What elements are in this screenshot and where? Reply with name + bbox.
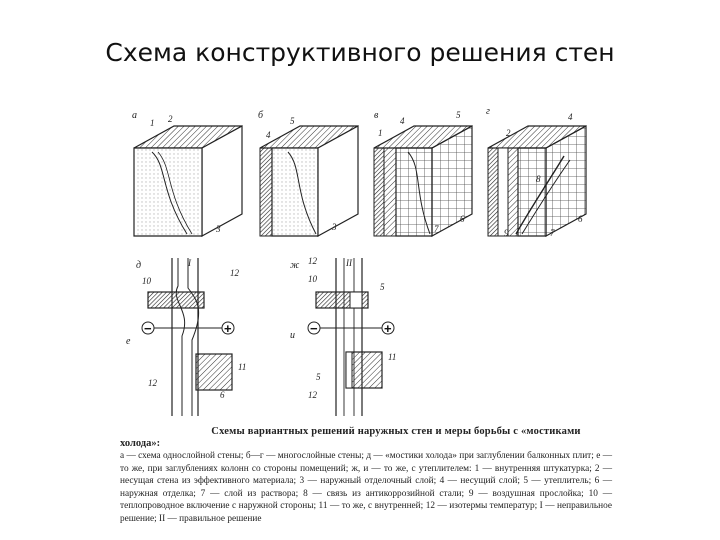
number-label: 12 bbox=[230, 268, 240, 278]
panel-letter-g: г bbox=[486, 106, 490, 117]
block-v-multilayer-wall bbox=[373, 124, 473, 238]
panel-letter-a: а bbox=[132, 110, 137, 121]
block-d-e-cold-bridges-wrong bbox=[141, 258, 235, 416]
figure-caption: Схемы вариантных решений наружных стен и… bbox=[120, 426, 612, 526]
number-label: 10 bbox=[142, 276, 152, 286]
number-label: 4 bbox=[568, 112, 573, 122]
number-label: 5 bbox=[290, 116, 295, 126]
number-label: 6 bbox=[460, 214, 465, 224]
number-label: II bbox=[345, 258, 353, 268]
number-label: 7 bbox=[434, 224, 439, 234]
number-label: 10 bbox=[308, 274, 318, 284]
plus-sign: + bbox=[224, 321, 232, 336]
panel-letter-e: е bbox=[126, 336, 131, 347]
number-label: 6 bbox=[220, 390, 225, 400]
number-label: 1 bbox=[378, 128, 383, 138]
number-label: 4 bbox=[266, 130, 271, 140]
number-label: 5 bbox=[456, 110, 461, 120]
number-label: 3 bbox=[331, 222, 337, 232]
slide-title: Схема конструктивного решения стен bbox=[105, 38, 615, 67]
block-a-single-layer-wall bbox=[133, 124, 243, 238]
number-label: 12 bbox=[308, 256, 318, 266]
panel-letter-i: и bbox=[290, 330, 295, 341]
minus-sign: − bbox=[310, 321, 318, 336]
number-label: 5 bbox=[316, 372, 321, 382]
block-zh-i-cold-bridges-right bbox=[307, 258, 395, 416]
caption-title: Схемы вариантных решений наружных стен и… bbox=[211, 426, 581, 437]
number-label: 8 bbox=[536, 174, 541, 184]
number-label: 3 bbox=[215, 224, 221, 234]
caption-title-continued: холода»: bbox=[120, 438, 161, 449]
panel-letter-b: б bbox=[258, 110, 264, 121]
minus-sign: − bbox=[144, 321, 152, 336]
panel-letter-zh: ж bbox=[290, 260, 300, 271]
block-b-multilayer-wall bbox=[259, 124, 359, 238]
number-label: 11 bbox=[238, 362, 246, 372]
number-label: 2 bbox=[506, 128, 511, 138]
wall-schemes-figure: а б в г д е ж и 1 2 3 4 5 3 1 4 5 7 6 2 … bbox=[112, 96, 620, 540]
block-g-multilayer-wall bbox=[487, 124, 587, 238]
number-label: 1 bbox=[150, 118, 155, 128]
number-label: 2 bbox=[168, 114, 173, 124]
number-label: 11 bbox=[388, 352, 396, 362]
number-label: I bbox=[187, 258, 192, 268]
number-label: 4 bbox=[400, 116, 405, 126]
number-label: 9 bbox=[504, 228, 509, 238]
caption-body: а — схема однослойной стены; б—г — много… bbox=[120, 451, 612, 524]
plus-sign: + bbox=[384, 321, 392, 336]
number-label: 12 bbox=[308, 390, 318, 400]
number-label: 5 bbox=[380, 282, 385, 292]
wall-diagram-svg: а б в г д е ж и 1 2 3 4 5 3 1 4 5 7 6 2 … bbox=[126, 106, 587, 416]
number-label: 6 bbox=[578, 214, 583, 224]
panel-letter-d: д bbox=[136, 260, 141, 271]
number-label: 7 bbox=[550, 228, 555, 238]
panel-letter-v: в bbox=[374, 110, 379, 121]
number-label: 12 bbox=[148, 378, 158, 388]
